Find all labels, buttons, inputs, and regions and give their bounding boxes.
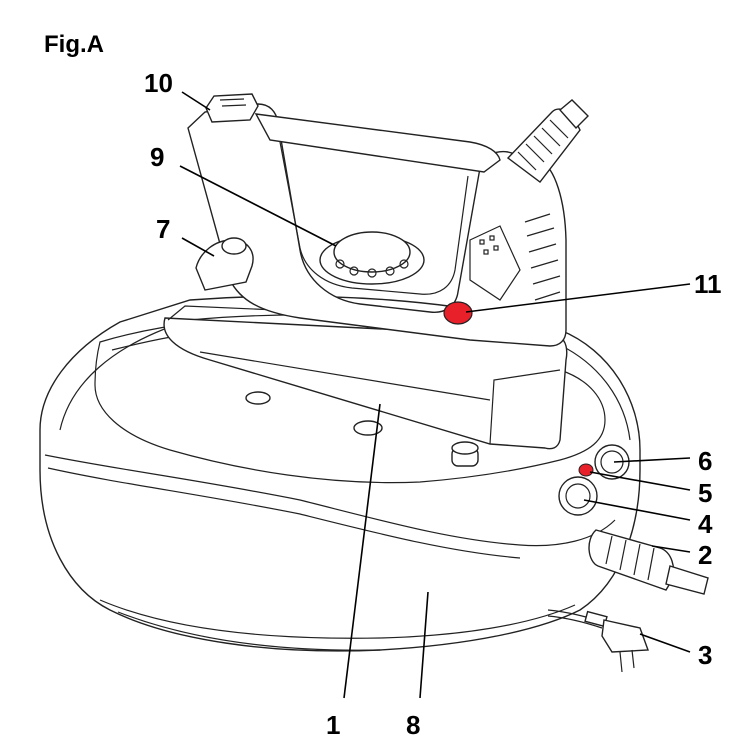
steam-trigger-button[interactable] [443, 301, 473, 325]
callout-7: 7 [156, 214, 170, 244]
figure-title: Fig.A [44, 31, 104, 58]
callout-1: 1 [326, 710, 340, 740]
callout-8: 8 [406, 710, 420, 740]
steam-iron [163, 93, 589, 450]
water-tank-cap [195, 237, 254, 291]
callout-9: 9 [150, 142, 164, 172]
leader-lines [179, 91, 691, 699]
callout-10: 10 [144, 68, 173, 98]
callout-labels: 10 9 7 11 6 5 4 2 3 1 8 [144, 68, 722, 740]
control-panel [558, 444, 630, 516]
callout-11: 11 [694, 269, 722, 299]
power-cord [547, 609, 649, 673]
indicator-light-5 [578, 463, 594, 477]
callout-3: 3 [698, 640, 712, 670]
callout-5: 5 [698, 478, 712, 508]
hose-sleeve [588, 529, 709, 595]
callout-2: 2 [698, 540, 712, 570]
callout-6: 6 [698, 446, 712, 476]
button-4[interactable] [558, 476, 598, 516]
callout-4: 4 [698, 509, 713, 539]
